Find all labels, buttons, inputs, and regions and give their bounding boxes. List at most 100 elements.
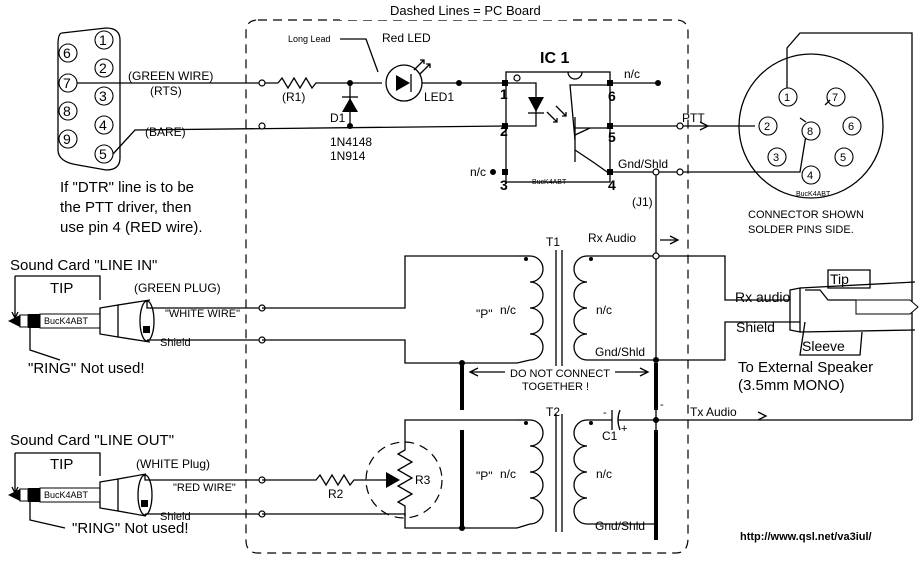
line-out-wire: "RED WIRE"	[173, 482, 236, 494]
rts-label: (RTS)	[150, 84, 182, 98]
t2-nc-right: n/c	[596, 467, 612, 481]
r1-label: (R1)	[282, 90, 305, 104]
c1-capacitor	[587, 409, 656, 431]
speaker-rx-audio: Rx audio	[735, 289, 790, 305]
d1-part1: 1N4148	[330, 135, 372, 149]
dnc-bg	[505, 366, 615, 394]
green-wire-label: (GREEN WIRE)	[128, 69, 213, 83]
junction-dot	[459, 525, 465, 531]
j1-label: (J1)	[632, 195, 653, 209]
db9-pin-label: 8	[63, 103, 71, 119]
ptt-arrow	[699, 121, 710, 131]
c1-label: C1	[602, 429, 618, 443]
din-pin-label: 4	[807, 170, 813, 182]
din-pin-label: 5	[840, 152, 846, 164]
line-in-ring: "RING" Not used!	[28, 360, 145, 377]
rx-audio-arrow	[660, 235, 680, 245]
speaker-sleeve: Sleeve	[802, 338, 845, 354]
speaker-caption2: (3.5mm MONO)	[738, 377, 845, 394]
ic-pin-label: 4	[608, 177, 616, 193]
dtr-note-line3: use pin 4 (RED wire).	[60, 219, 203, 236]
board-label: Dashed Lines = PC Board	[390, 3, 541, 18]
line-in-plug: (GREEN PLUG)	[134, 281, 221, 295]
tx-audio-arrow	[757, 411, 768, 421]
line-in-tip: TIP	[50, 280, 73, 297]
t1-nc-right: n/c	[596, 303, 612, 317]
t1-label: T1	[546, 235, 560, 249]
node	[258, 122, 266, 130]
node	[652, 252, 660, 260]
db9-pin-6	[58, 43, 78, 63]
node	[676, 122, 684, 130]
db9-pin-9	[58, 129, 78, 149]
db9-pin-2	[94, 58, 114, 78]
connector-caption2: SOLDER PINS SIDE.	[748, 224, 854, 236]
speaker-shield: Shield	[736, 319, 775, 335]
node	[676, 168, 684, 176]
t2-label: T2	[546, 405, 560, 419]
line-out-plug: (WHITE Plug)	[136, 457, 210, 471]
dtr-note-line2: the PTT driver, then	[60, 199, 191, 216]
gnd-shld-label-t1: Gnd/Shld	[595, 345, 645, 359]
line-in-shield: Shield	[160, 337, 191, 349]
db9-pin-label: 3	[99, 88, 107, 104]
line-in-title: Sound Card "LINE IN"	[10, 257, 157, 274]
din-pin-label: 6	[848, 121, 854, 133]
junction-dot	[653, 417, 659, 423]
line-out-ring: "RING" Not used!	[72, 520, 189, 537]
t1-p-label: "P"	[476, 307, 493, 321]
nc-label-pin6: n/c	[624, 67, 640, 81]
din-pin-label: 8	[807, 126, 813, 138]
line-in-signal	[146, 301, 262, 309]
speaker-tip: Tip	[830, 271, 849, 287]
d1-part2: 1N914	[330, 149, 366, 163]
ic-pin-label: 1	[500, 86, 508, 102]
red-led-label: Red LED	[382, 31, 431, 45]
bare-label: (BARE)	[145, 125, 186, 139]
connector-caption1: CONNECTOR SHOWN	[748, 209, 864, 221]
junction-dot	[653, 357, 659, 363]
t1-nc-left: n/c	[500, 303, 516, 317]
line-in-brand: BucK4ABT	[44, 316, 89, 326]
db9-pin-1	[94, 30, 114, 50]
ic-brand: BucK4ABT	[532, 179, 567, 186]
ic1-label: IC 1	[540, 50, 569, 67]
ic-pin-label: 5	[608, 129, 616, 145]
line-in-wire: "WHITE WIRE"	[165, 308, 240, 320]
line-out-jack	[8, 452, 153, 529]
led1-label: LED1	[424, 90, 454, 104]
t1-primary-top	[262, 255, 517, 309]
din-pin-label: 1	[784, 92, 790, 104]
t2-p-label: "P"	[476, 469, 493, 483]
do-not-connect-line2: TOGETHER !	[522, 381, 589, 393]
line-out-signal	[144, 475, 262, 481]
db9-pin-label: 4	[99, 117, 107, 133]
t2-transformer	[516, 414, 593, 532]
pc-board-outline	[245, 19, 689, 554]
gnd-wire	[613, 134, 807, 173]
t2-nc-left: n/c	[500, 467, 516, 481]
long-lead-label: Long Lead	[288, 34, 331, 44]
gnd-shld-label-top: Gnd/Shld	[618, 157, 668, 171]
ic1-optocoupler	[502, 71, 613, 183]
t2-primary-bottom	[262, 513, 517, 529]
d1-diode	[342, 83, 358, 126]
line-out-title: Sound Card "LINE OUT"	[10, 432, 174, 449]
c1-minus-left: -	[660, 399, 664, 411]
d1-label: D1	[330, 111, 346, 125]
line-in-jack	[8, 275, 155, 361]
db9-pin-4	[94, 115, 114, 135]
line-out-tip: TIP	[50, 456, 73, 473]
db9-pin-8	[58, 101, 78, 121]
line-out-brand: BucK4ABT	[44, 490, 89, 500]
rx-audio-label: Rx Audio	[588, 231, 636, 245]
node	[258, 79, 266, 87]
db9-pin-label: 2	[99, 60, 107, 76]
source-url: http://www.qsl.net/va3iul/	[740, 531, 872, 543]
junction-dot	[456, 80, 462, 86]
t1-primary-bottom	[262, 339, 517, 364]
t1-transformer	[516, 250, 593, 368]
board-label-bg	[340, 2, 570, 20]
